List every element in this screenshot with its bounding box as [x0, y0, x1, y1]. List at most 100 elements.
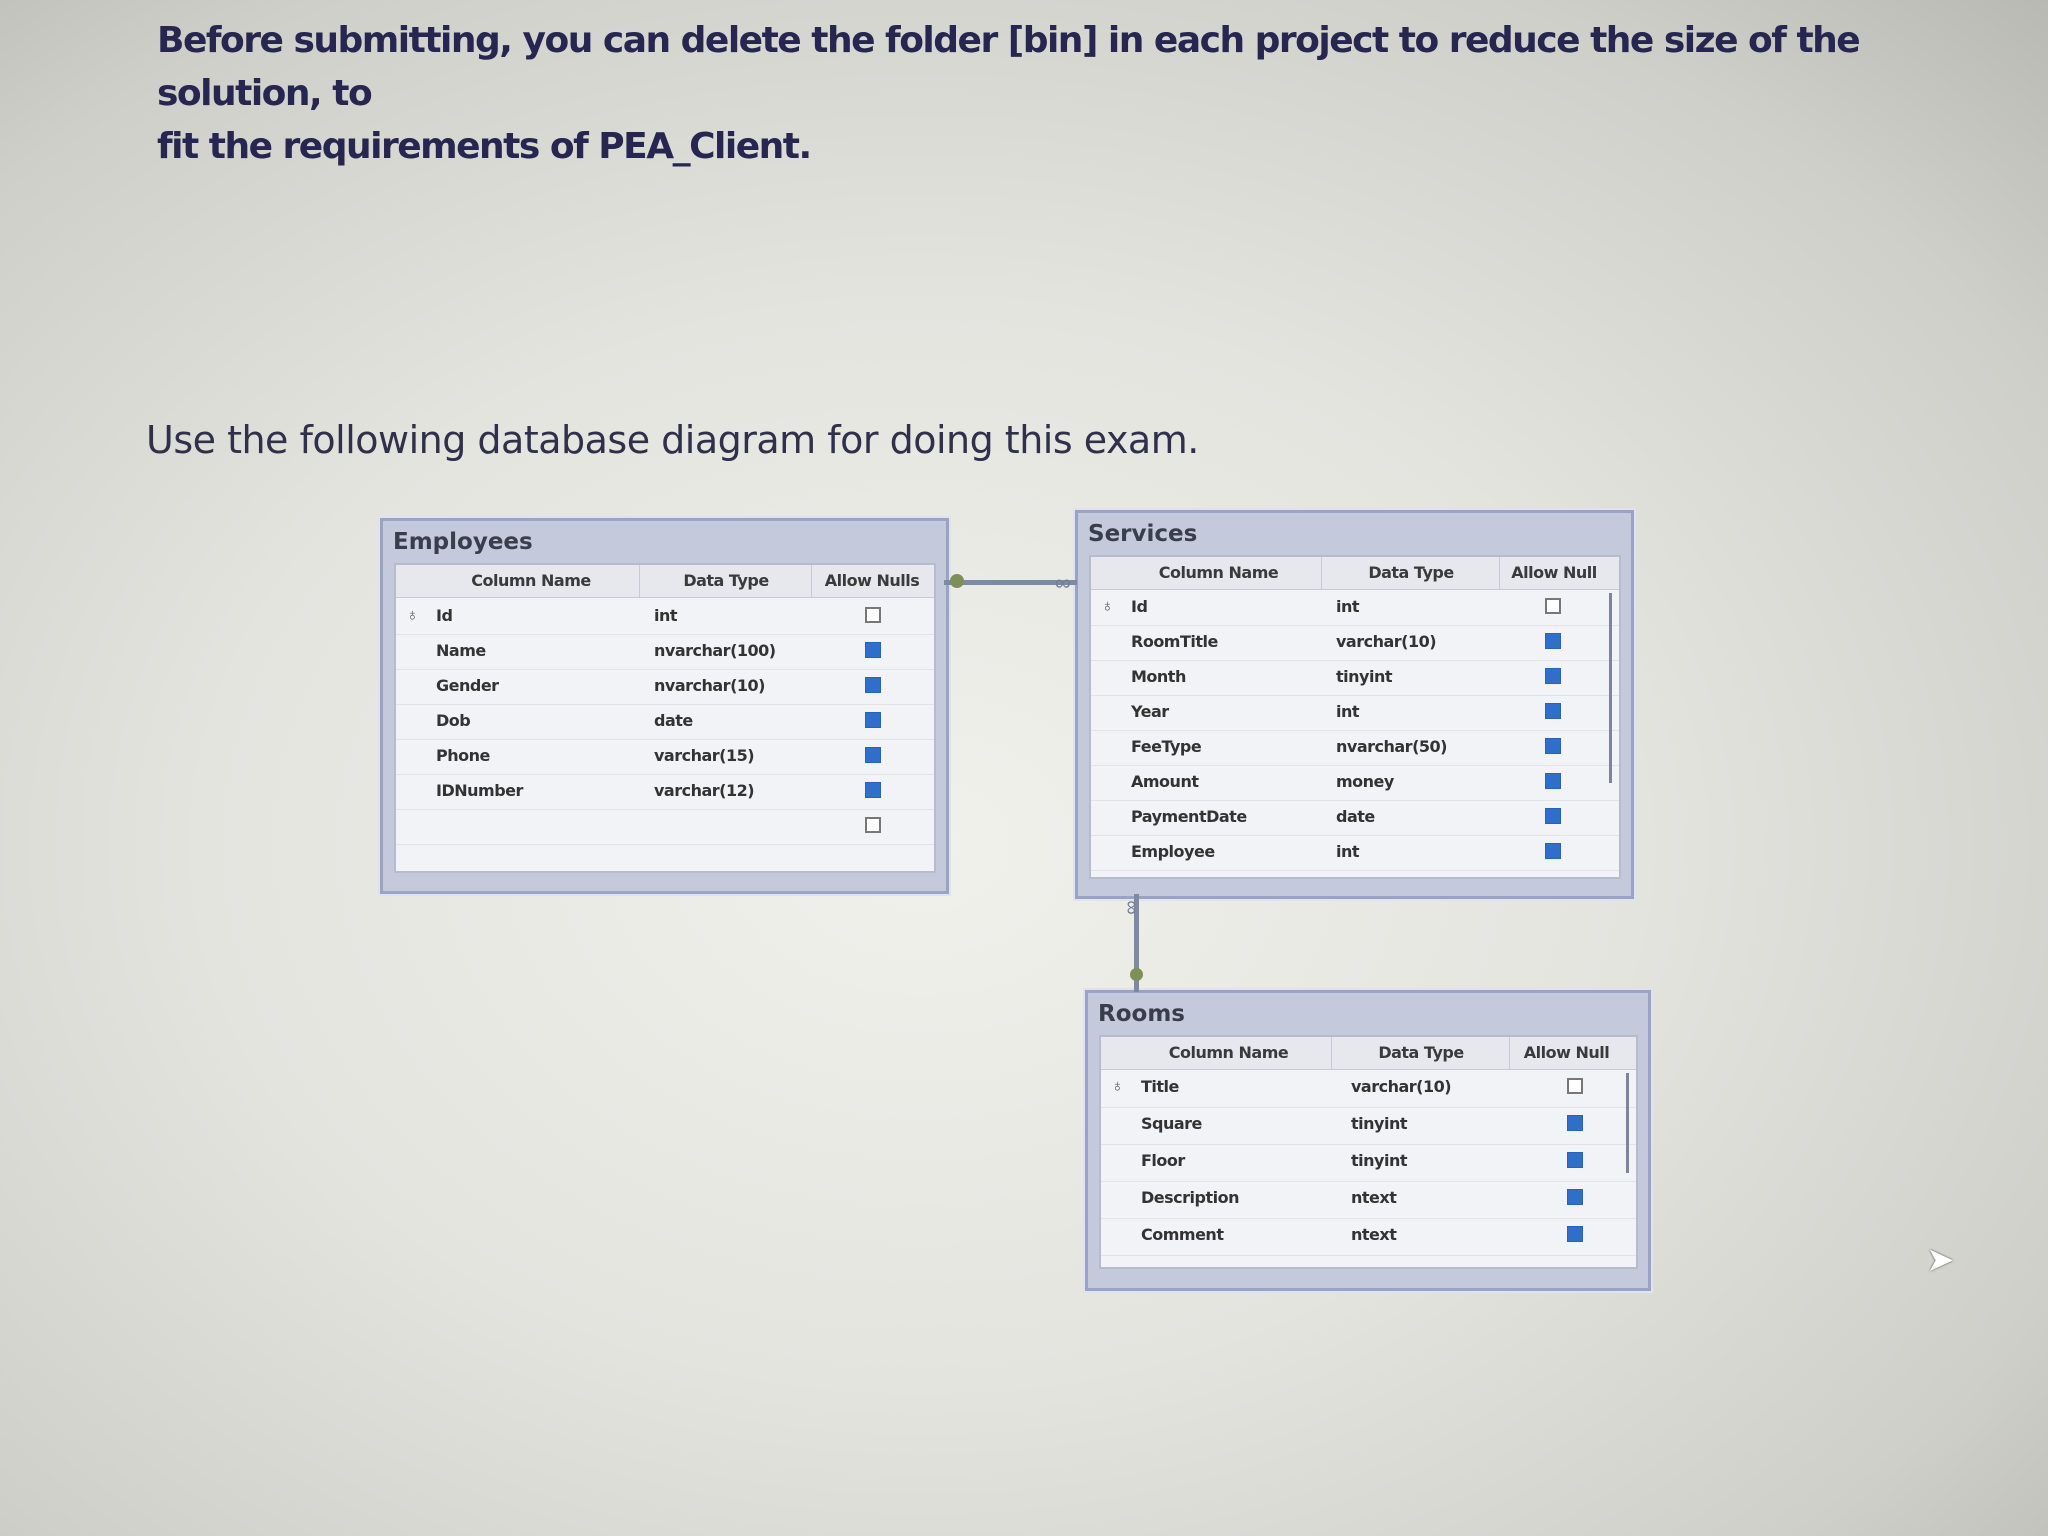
allow-nulls-checkbox[interactable]	[1545, 598, 1561, 614]
allow-nulls-checkbox[interactable]	[1545, 633, 1561, 649]
services-header-data-type: Data Type	[1368, 563, 1454, 582]
services-column-name: Id	[1131, 597, 1148, 616]
rooms-data-type: ntext	[1351, 1188, 1397, 1207]
rooms-data-type: ntext	[1351, 1225, 1397, 1244]
allow-nulls-checkbox[interactable]	[1545, 738, 1561, 754]
rooms-data-type: varchar(10)	[1351, 1077, 1452, 1096]
rooms-table[interactable]: Rooms Column Name Data Type Allow Null ♀…	[1085, 990, 1651, 1291]
rooms-header-data-type: Data Type	[1378, 1043, 1464, 1062]
services-data-type: int	[1336, 702, 1360, 721]
employees-header: Column Name Data Type Allow Nulls	[396, 565, 934, 598]
services-data-type: money	[1336, 772, 1394, 791]
allow-nulls-checkbox[interactable]	[1545, 808, 1561, 824]
rooms-scrollbar[interactable]	[1626, 1073, 1629, 1173]
allow-nulls-checkbox[interactable]	[1545, 843, 1561, 859]
employees-data-type: nvarchar(100)	[654, 641, 776, 660]
employees-table-title: Employees	[393, 529, 533, 555]
allow-nulls-checkbox[interactable]	[865, 677, 881, 693]
employees-row[interactable]: Dob date	[396, 704, 934, 740]
employees-data-type: int	[654, 606, 678, 625]
rooms-column-name: Square	[1141, 1114, 1202, 1133]
rooms-row[interactable]: Comment ntext	[1101, 1218, 1636, 1256]
services-header-allow-null: Allow Null	[1511, 563, 1597, 582]
instructions-line-2: fit the requirements of PEA_Client.	[157, 126, 812, 167]
employees-header-allow-nulls: Allow Nulls	[824, 571, 920, 590]
services-table[interactable]: Services Column Name Data Type Allow Nul…	[1075, 510, 1634, 899]
rooms-data-type: tinyint	[1351, 1151, 1407, 1170]
employees-data-type: nvarchar(10)	[654, 676, 765, 695]
employees-data-type: varchar(12)	[654, 781, 755, 800]
services-row[interactable]: Year int	[1091, 695, 1619, 731]
services-column-name: Employee	[1131, 842, 1215, 861]
relationship-employees-services[interactable]	[944, 580, 1077, 585]
services-column-name: PaymentDate	[1131, 807, 1247, 826]
rooms-data-type: tinyint	[1351, 1114, 1407, 1133]
allow-nulls-checkbox[interactable]	[1545, 773, 1561, 789]
employees-row[interactable]: Phone varchar(15)	[396, 739, 934, 775]
instructions-text: Before submitting, you can delete the fo…	[157, 14, 1877, 173]
allow-nulls-checkbox[interactable]	[1567, 1226, 1583, 1242]
employees-column-name: Dob	[436, 711, 471, 730]
allow-nulls-checkbox[interactable]	[865, 747, 881, 763]
rooms-header-allow-null: Allow Null	[1523, 1043, 1610, 1062]
diagram-caption: Use the following database diagram for d…	[146, 418, 1199, 462]
relationship-services-rooms[interactable]	[1134, 894, 1139, 992]
services-header: Column Name Data Type Allow Null	[1091, 557, 1619, 590]
allow-nulls-checkbox[interactable]	[1567, 1152, 1583, 1168]
allow-nulls-checkbox[interactable]	[865, 607, 881, 623]
allow-nulls-checkbox[interactable]	[865, 817, 881, 833]
services-data-type: varchar(10)	[1336, 632, 1437, 651]
employees-column-name: IDNumber	[436, 781, 523, 800]
rooms-header-column-name: Column Name	[1168, 1043, 1289, 1062]
relationship-infinity-end-icon-2: ∞	[1120, 900, 1143, 915]
key-icon: ♀	[1101, 597, 1114, 616]
services-header-column-name: Column Name	[1158, 563, 1279, 582]
allow-nulls-checkbox[interactable]	[1567, 1115, 1583, 1131]
services-column-name: Year	[1131, 702, 1169, 721]
allow-nulls-checkbox[interactable]	[1545, 668, 1561, 684]
employees-row[interactable]: Name nvarchar(100)	[396, 634, 934, 670]
allow-nulls-checkbox[interactable]	[1545, 703, 1561, 719]
allow-nulls-checkbox[interactable]	[1567, 1189, 1583, 1205]
services-column-name: RoomTitle	[1131, 632, 1218, 651]
allow-nulls-checkbox[interactable]	[865, 782, 881, 798]
employees-data-type: varchar(15)	[654, 746, 755, 765]
rooms-column-name: Description	[1141, 1188, 1239, 1207]
allow-nulls-checkbox[interactable]	[865, 642, 881, 658]
employees-header-data-type: Data Type	[683, 571, 769, 590]
services-row[interactable]: RoomTitle varchar(10)	[1091, 625, 1619, 661]
key-icon: ♀	[1111, 1077, 1124, 1096]
employees-table[interactable]: Employees Column Name Data Type Allow Nu…	[380, 518, 949, 894]
services-scrollbar[interactable]	[1609, 593, 1612, 783]
rooms-row[interactable]: Square tinyint	[1101, 1107, 1636, 1145]
rooms-row[interactable]: Description ntext	[1101, 1181, 1636, 1219]
rooms-column-name: Comment	[1141, 1225, 1224, 1244]
key-icon: ♀	[406, 606, 419, 625]
relationship-key-end-icon-2	[1130, 968, 1143, 981]
employees-column-name: Phone	[436, 746, 490, 765]
relationship-infinity-end-icon: ∞	[1055, 570, 1071, 595]
services-table-title: Services	[1088, 521, 1198, 547]
rooms-header: Column Name Data Type Allow Null	[1101, 1037, 1636, 1070]
allow-nulls-checkbox[interactable]	[1567, 1078, 1583, 1094]
relationship-key-end-icon	[950, 574, 964, 588]
employees-data-type: date	[654, 711, 693, 730]
employees-column-name: Name	[436, 641, 486, 660]
employees-row[interactable]	[396, 809, 934, 845]
allow-nulls-checkbox[interactable]	[865, 712, 881, 728]
services-data-type: nvarchar(50)	[1336, 737, 1447, 756]
employees-row[interactable]: IDNumber varchar(12)	[396, 774, 934, 810]
services-column-name: Month	[1131, 667, 1186, 686]
